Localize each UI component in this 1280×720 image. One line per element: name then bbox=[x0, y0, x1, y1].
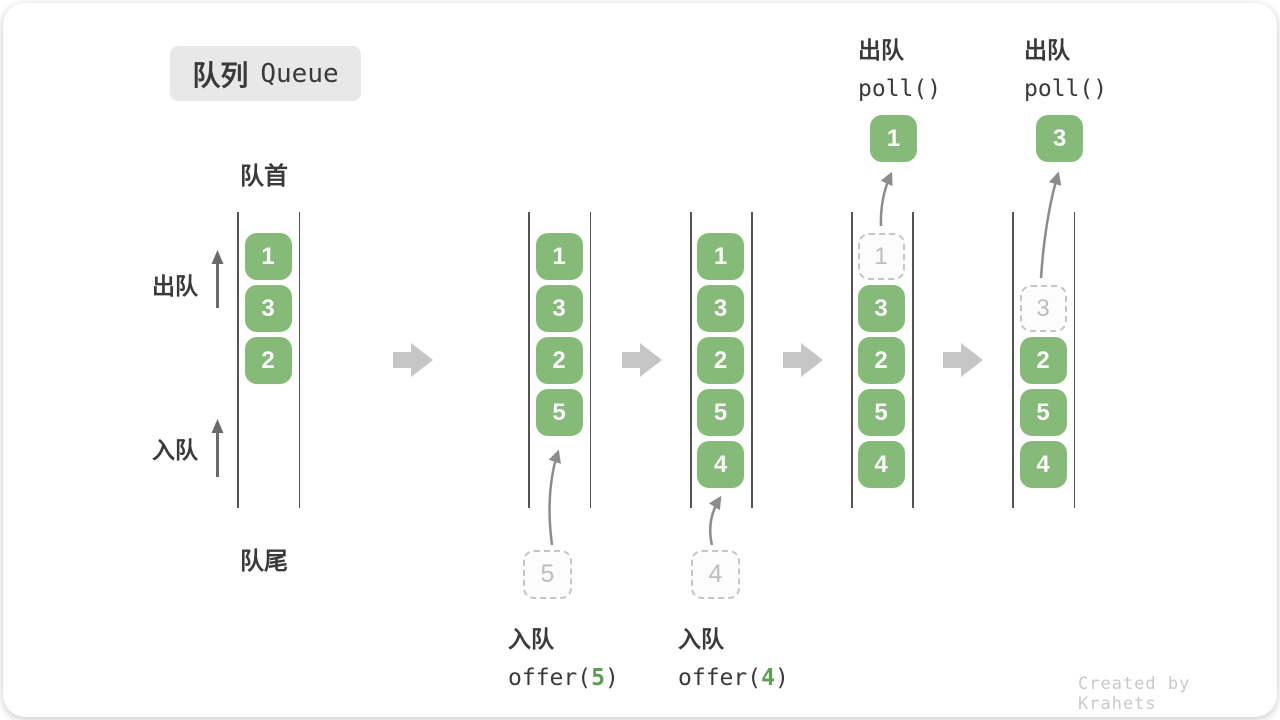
queue-item: 4 bbox=[857, 441, 905, 488]
queue-item: 5 bbox=[535, 389, 583, 436]
queue-wall bbox=[237, 212, 239, 508]
queue-item: 3 bbox=[244, 285, 292, 332]
dequeue-side-label: 出队 bbox=[152, 273, 198, 299]
queue-item: 3 bbox=[697, 285, 744, 332]
queue-wall bbox=[912, 212, 914, 508]
queue-item: 2 bbox=[857, 337, 905, 384]
poll3-result-block: 3 bbox=[1036, 115, 1083, 162]
queue-item: 4 bbox=[1019, 441, 1067, 488]
queue-item: 1 bbox=[535, 233, 583, 280]
queue-item: 2 bbox=[535, 337, 583, 384]
queue-wall bbox=[690, 212, 692, 508]
queue-state-poll1: 1 3 2 5 4 bbox=[857, 0, 905, 720]
queue-item: 3 bbox=[535, 285, 583, 332]
poll1-result-block: 1 bbox=[870, 115, 917, 162]
diagram-card bbox=[3, 3, 1277, 717]
queue-item: 3 bbox=[857, 285, 905, 332]
queue-wall bbox=[298, 212, 300, 508]
enqueue-side-label: 入队 bbox=[152, 437, 198, 463]
queue-item: 2 bbox=[1019, 337, 1067, 384]
queue-wall bbox=[751, 212, 753, 508]
queue-state-poll3: 3 2 5 4 bbox=[1019, 0, 1067, 720]
watermark: Created by Krahets bbox=[1078, 674, 1191, 714]
poll3-label: 出队 poll() bbox=[1024, 31, 1107, 102]
queue-item: 2 bbox=[697, 337, 744, 384]
offer4-label-code: offer(4) bbox=[678, 665, 789, 691]
title-en: Queue bbox=[260, 58, 339, 89]
queue-rear-label: 队尾 bbox=[240, 548, 288, 575]
queue-wall bbox=[1073, 212, 1075, 508]
offer5-source-box: 5 bbox=[523, 550, 572, 599]
queue-wall bbox=[589, 212, 591, 508]
queue-state-after-offer5: 1 3 2 5 bbox=[535, 0, 583, 720]
offer5-label-code: offer(5) bbox=[508, 665, 619, 691]
queue-state-after-offer4: 1 3 2 5 4 bbox=[697, 0, 744, 720]
queue-item: 5 bbox=[697, 389, 744, 436]
queue-wall bbox=[851, 212, 853, 508]
queue-item: 2 bbox=[244, 337, 292, 384]
queue-item: 5 bbox=[1019, 389, 1067, 436]
queue-wall bbox=[1012, 212, 1014, 508]
poll1-label: 出队 poll() bbox=[858, 31, 941, 102]
queue-item: 1 bbox=[244, 233, 292, 280]
poll1-label-zh: 出队 bbox=[858, 37, 904, 63]
poll3-label-code: poll() bbox=[1024, 76, 1108, 102]
title-zh: 队列 bbox=[192, 59, 249, 91]
title-box: 队列 Queue bbox=[170, 46, 361, 101]
poll3-label-zh: 出队 bbox=[1024, 37, 1070, 63]
offer5-label: 入队 offer(5) bbox=[508, 620, 619, 691]
queue-front-label: 队首 bbox=[240, 163, 288, 190]
queue-item-removed: 3 bbox=[1019, 285, 1067, 332]
offer4-source-box: 4 bbox=[691, 550, 740, 599]
offer4-label-zh: 入队 bbox=[678, 626, 724, 652]
queue-item: 1 bbox=[697, 233, 744, 280]
poll1-label-code: poll() bbox=[858, 76, 942, 102]
queue-item-removed: 1 bbox=[857, 233, 905, 280]
queue-item: 4 bbox=[697, 441, 744, 488]
offer4-label: 入队 offer(4) bbox=[678, 620, 789, 691]
queue-wall bbox=[528, 212, 530, 508]
offer5-label-zh: 入队 bbox=[508, 626, 554, 652]
queue-state-initial: 1 3 2 bbox=[244, 0, 292, 720]
queue-item: 5 bbox=[857, 389, 905, 436]
